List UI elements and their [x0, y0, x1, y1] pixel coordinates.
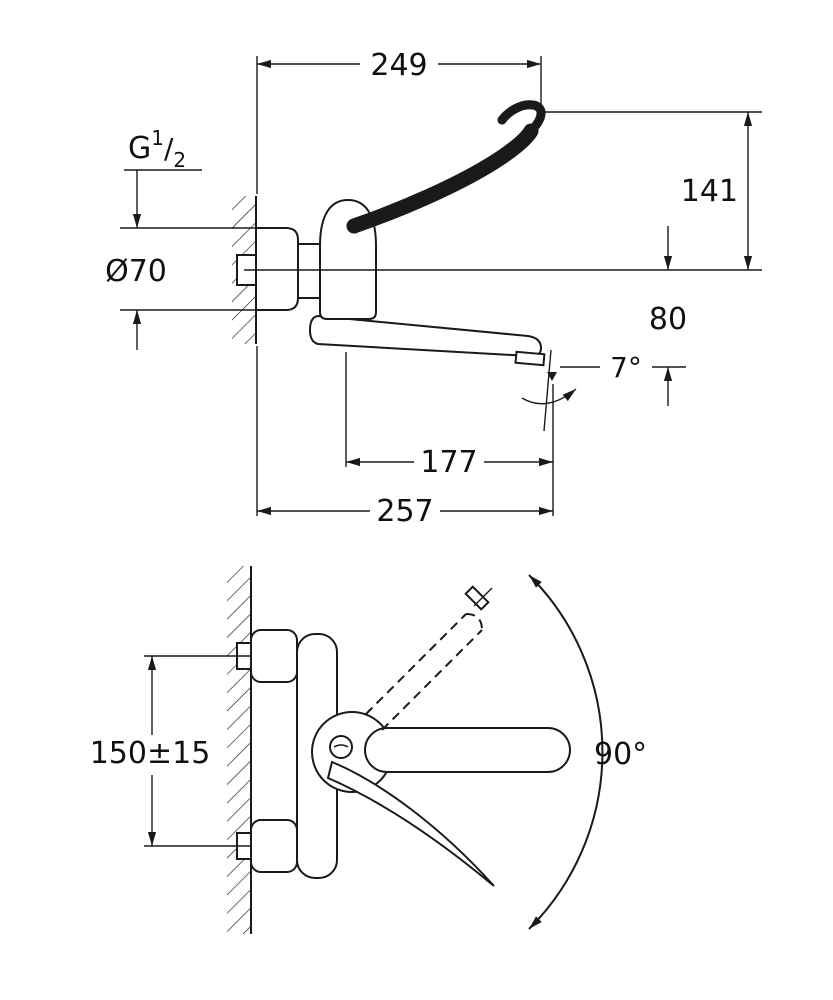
escutcheon-lower: [250, 819, 298, 873]
dim-150: 150±15: [90, 655, 251, 847]
swivel-arc: [528, 574, 604, 930]
spout: [308, 314, 543, 358]
dim-80: 80: [649, 226, 687, 406]
swivel-position-tip: [465, 613, 483, 631]
swivel-position-edge-a: [365, 613, 467, 715]
thread-size-label: G1/2: [128, 126, 186, 172]
wall-flange: [255, 227, 299, 311]
aerator: [514, 350, 546, 367]
dim-141: 141: [545, 111, 762, 270]
dim-249: 249: [256, 48, 542, 194]
lever-handle: [346, 123, 539, 234]
dim-thread-and-flange: G1/2 Ø70: [105, 126, 256, 350]
flange-diameter-label: Ø70: [105, 254, 167, 289]
escutcheon-upper: [250, 629, 298, 683]
side-view: G1/2 Ø70 249: [105, 48, 762, 529]
dim-141-label: 141: [681, 174, 738, 209]
brand-mark-detail: [333, 744, 349, 748]
brand-mark: [329, 735, 353, 759]
dim-90deg: 90°: [528, 574, 647, 930]
swivel-position-edge-b: [381, 629, 483, 731]
dim-90deg-label: 90°: [594, 737, 647, 772]
dim-150-label: 150±15: [90, 736, 211, 771]
dim-7deg-label: 7°: [610, 351, 642, 384]
dim-257: 257: [256, 346, 553, 529]
plan-view: 90° 150±15: [90, 566, 647, 934]
dim-257-label: 257: [376, 494, 433, 529]
swivel-aerator-stem: [473, 587, 493, 607]
faucet-side: [236, 100, 557, 381]
dim-80-label: 80: [649, 302, 687, 337]
dim-177-label: 177: [420, 445, 477, 480]
dim-177: 177: [345, 352, 554, 516]
body-neck: [297, 243, 321, 299]
lever-curl-tip: [497, 100, 546, 136]
faucet-plan: [236, 585, 571, 887]
wall-hatch-bottom: [227, 566, 251, 934]
spout-plan: [364, 727, 571, 773]
dim-249-label: 249: [370, 48, 427, 83]
outlet-angle-arc-arrow: [521, 388, 577, 405]
lever-plan: [326, 760, 495, 887]
swivel-aerator: [464, 585, 490, 611]
dim-7deg: 7°: [521, 349, 686, 432]
outlet-axis-line: [543, 349, 552, 432]
